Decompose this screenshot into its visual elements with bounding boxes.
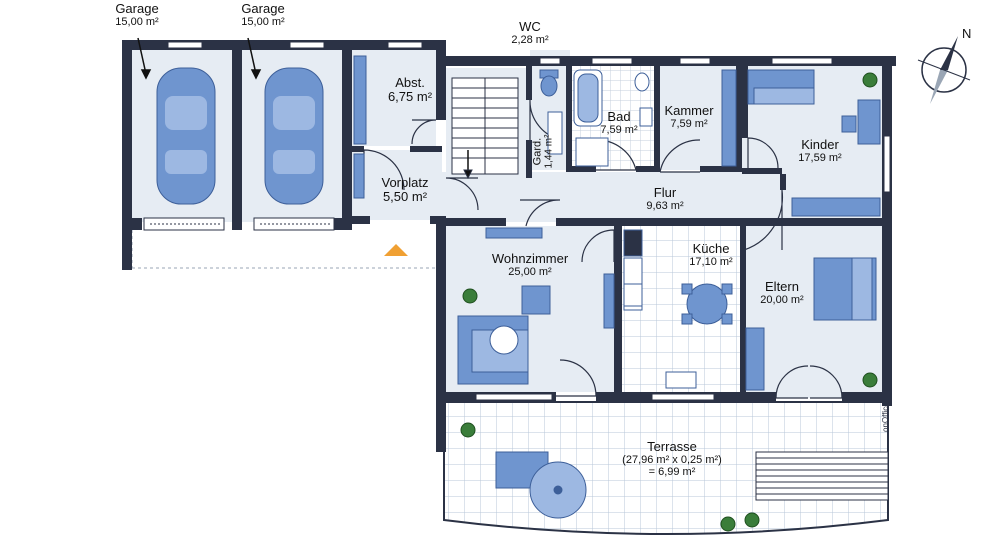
- room-label-garage-right: Garage 15,00 m²: [234, 1, 292, 29]
- room-label-wc: WC 2,28 m²: [500, 19, 560, 47]
- room-label-bad: Bad 7,59 m²: [594, 109, 644, 137]
- room-label-terrasse: Terrasse (27,96 m² x 0,25 m²) = 6,99 m²: [612, 439, 732, 479]
- terrace-furniture: [495, 451, 587, 519]
- room-label-abst: Abst. 6,75 m²: [380, 75, 440, 105]
- room-name: Wohnzimmer: [491, 251, 569, 266]
- doors: [363, 99, 843, 399]
- room-label-garage-left: Garage 15,00 m²: [108, 1, 166, 29]
- room-name: Flur: [653, 185, 677, 200]
- room-name: Bad: [607, 109, 631, 124]
- room-label-flur: Flur 9,63 m²: [634, 185, 696, 213]
- room-label-kammer: Kammer 7,59 m²: [656, 103, 722, 131]
- room-name: Garage: [241, 1, 285, 16]
- room-label-kinder: Kinder 17,59 m²: [788, 137, 852, 165]
- room-area: 7,59 m²: [600, 124, 638, 137]
- garage-pointers: [137, 37, 262, 80]
- room-label-gard: Gard. 1,44 m²: [531, 125, 554, 179]
- room-name: Vorplatz: [381, 175, 429, 190]
- room-area: 15,00 m²: [241, 16, 285, 29]
- entrance-arrow-icon: [384, 244, 408, 256]
- room-area: 2,28 m²: [511, 34, 549, 47]
- room-name: Garage: [115, 1, 159, 16]
- room-area: 1,44 m²: [543, 134, 555, 169]
- windows: [167, 41, 891, 401]
- plant-icons: [460, 72, 878, 532]
- room-area: 17,10 m²: [689, 256, 733, 269]
- room-area: = 6,99 m²: [648, 466, 696, 479]
- car-left: [156, 67, 216, 205]
- room-name: Küche: [692, 241, 730, 256]
- car-right: [264, 67, 324, 205]
- furniture: [353, 55, 881, 391]
- room-name: Gard.: [531, 137, 544, 166]
- room-name: Kammer: [664, 103, 714, 118]
- terrace-stairs: [755, 451, 889, 501]
- room-name: Terrasse: [647, 439, 697, 454]
- compass-icon: [917, 36, 971, 104]
- room-label-wohnzimmer: Wohnzimmer 25,00 m²: [482, 251, 578, 279]
- room-area: 17,59 m²: [798, 152, 842, 165]
- garage-doors: [143, 217, 335, 231]
- room-label-eltern: Eltern 20,00 m²: [752, 279, 812, 307]
- staircase: [451, 77, 519, 180]
- room-name: Abst.: [395, 75, 425, 90]
- room-label-kueche: Küche 17,10 m²: [680, 241, 742, 269]
- walls: [122, 40, 896, 452]
- room-area: 20,00 m²: [760, 294, 804, 307]
- room-area-calc: (27,96 m² x 0,25 m²): [622, 454, 722, 467]
- room-area: 9,63 m²: [646, 200, 684, 213]
- room-area: 15,00 m²: [115, 16, 159, 29]
- room-area: 6,75 m²: [387, 89, 433, 105]
- room-area: 5,50 m²: [382, 189, 428, 205]
- room-name: WC: [519, 19, 541, 34]
- watermark-logo: onOffice: [881, 402, 890, 432]
- room-area: 25,00 m²: [508, 266, 552, 279]
- compass-label: N: [962, 26, 971, 41]
- driveway: [131, 230, 436, 269]
- room-name: Kinder: [801, 137, 839, 152]
- room-name: Eltern: [765, 279, 799, 294]
- room-area: 7,59 m²: [670, 118, 708, 131]
- room-label-vorplatz: Vorplatz 5,50 m²: [372, 175, 438, 205]
